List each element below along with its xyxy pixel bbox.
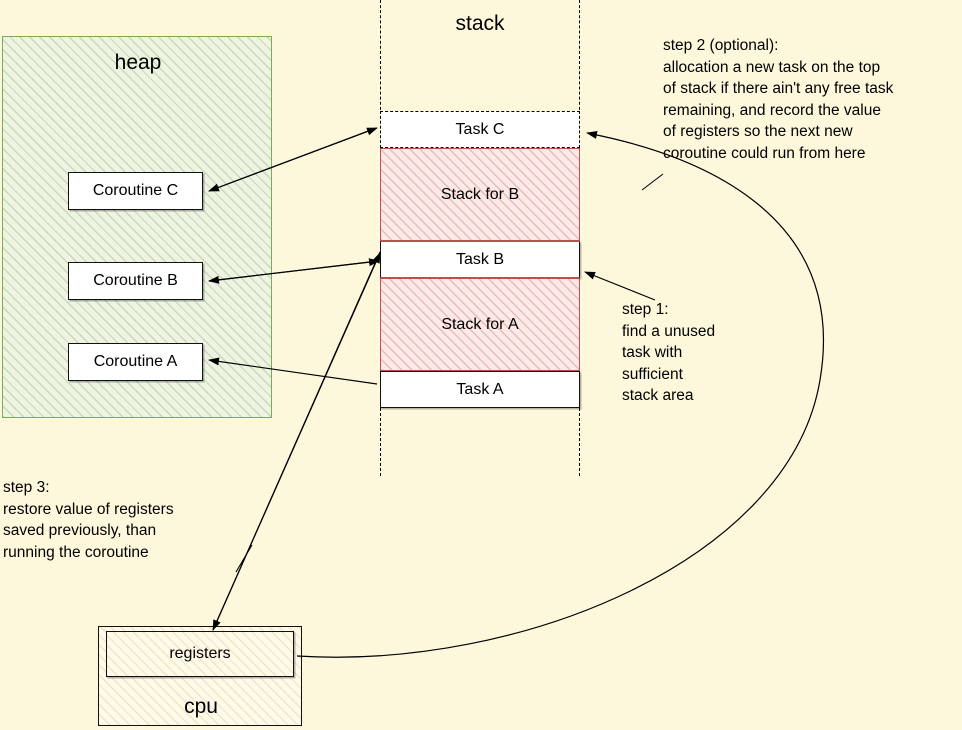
registers-label: registers [169, 645, 231, 662]
coroutine-b-label: Coroutine B [93, 272, 178, 289]
task-b-box[interactable]: Task B [380, 241, 580, 278]
connector-step2-leader [641, 173, 664, 191]
coroutine-a-label: Coroutine A [93, 353, 178, 370]
stack-for-a-region: Stack for A [380, 278, 580, 371]
stack-for-a-label: Stack for A [441, 315, 519, 333]
connector-step1-to-task-b [584, 271, 656, 301]
coroutine-c-box[interactable]: Coroutine C [68, 172, 203, 210]
registers-box[interactable]: registers [106, 631, 294, 677]
task-b-label: Task B [455, 250, 504, 268]
stack-boundary-left-bottom [380, 408, 381, 476]
stack-label: stack [455, 12, 505, 35]
note-step-3: step 3: restore value of registers saved… [3, 479, 174, 561]
task-a-box[interactable]: Task A [380, 371, 580, 408]
coroutine-a-box[interactable]: Coroutine A [68, 343, 203, 381]
note-step-1: step 1: find a unused task with sufficie… [622, 301, 716, 404]
stack-boundary-right-top [579, 0, 580, 120]
stack-boundary-left-top [380, 0, 381, 120]
cpu-label: cpu [184, 695, 218, 718]
heap-label: heap [114, 51, 162, 74]
stack-for-b-label: Stack for B [440, 185, 520, 203]
stack-for-b-region: Stack for B [380, 148, 580, 241]
task-a-label: Task A [456, 380, 504, 398]
task-c-label: Task C [455, 120, 505, 138]
task-c-box[interactable]: Task C [380, 111, 580, 148]
coroutine-c-label: Coroutine C [92, 182, 179, 199]
note-step-2: step 2 (optional): allocation a new task… [663, 37, 894, 162]
stack-boundary-right-bottom [579, 408, 580, 476]
heap-region: heap [2, 36, 272, 418]
coroutine-b-box[interactable]: Coroutine B [68, 262, 203, 300]
